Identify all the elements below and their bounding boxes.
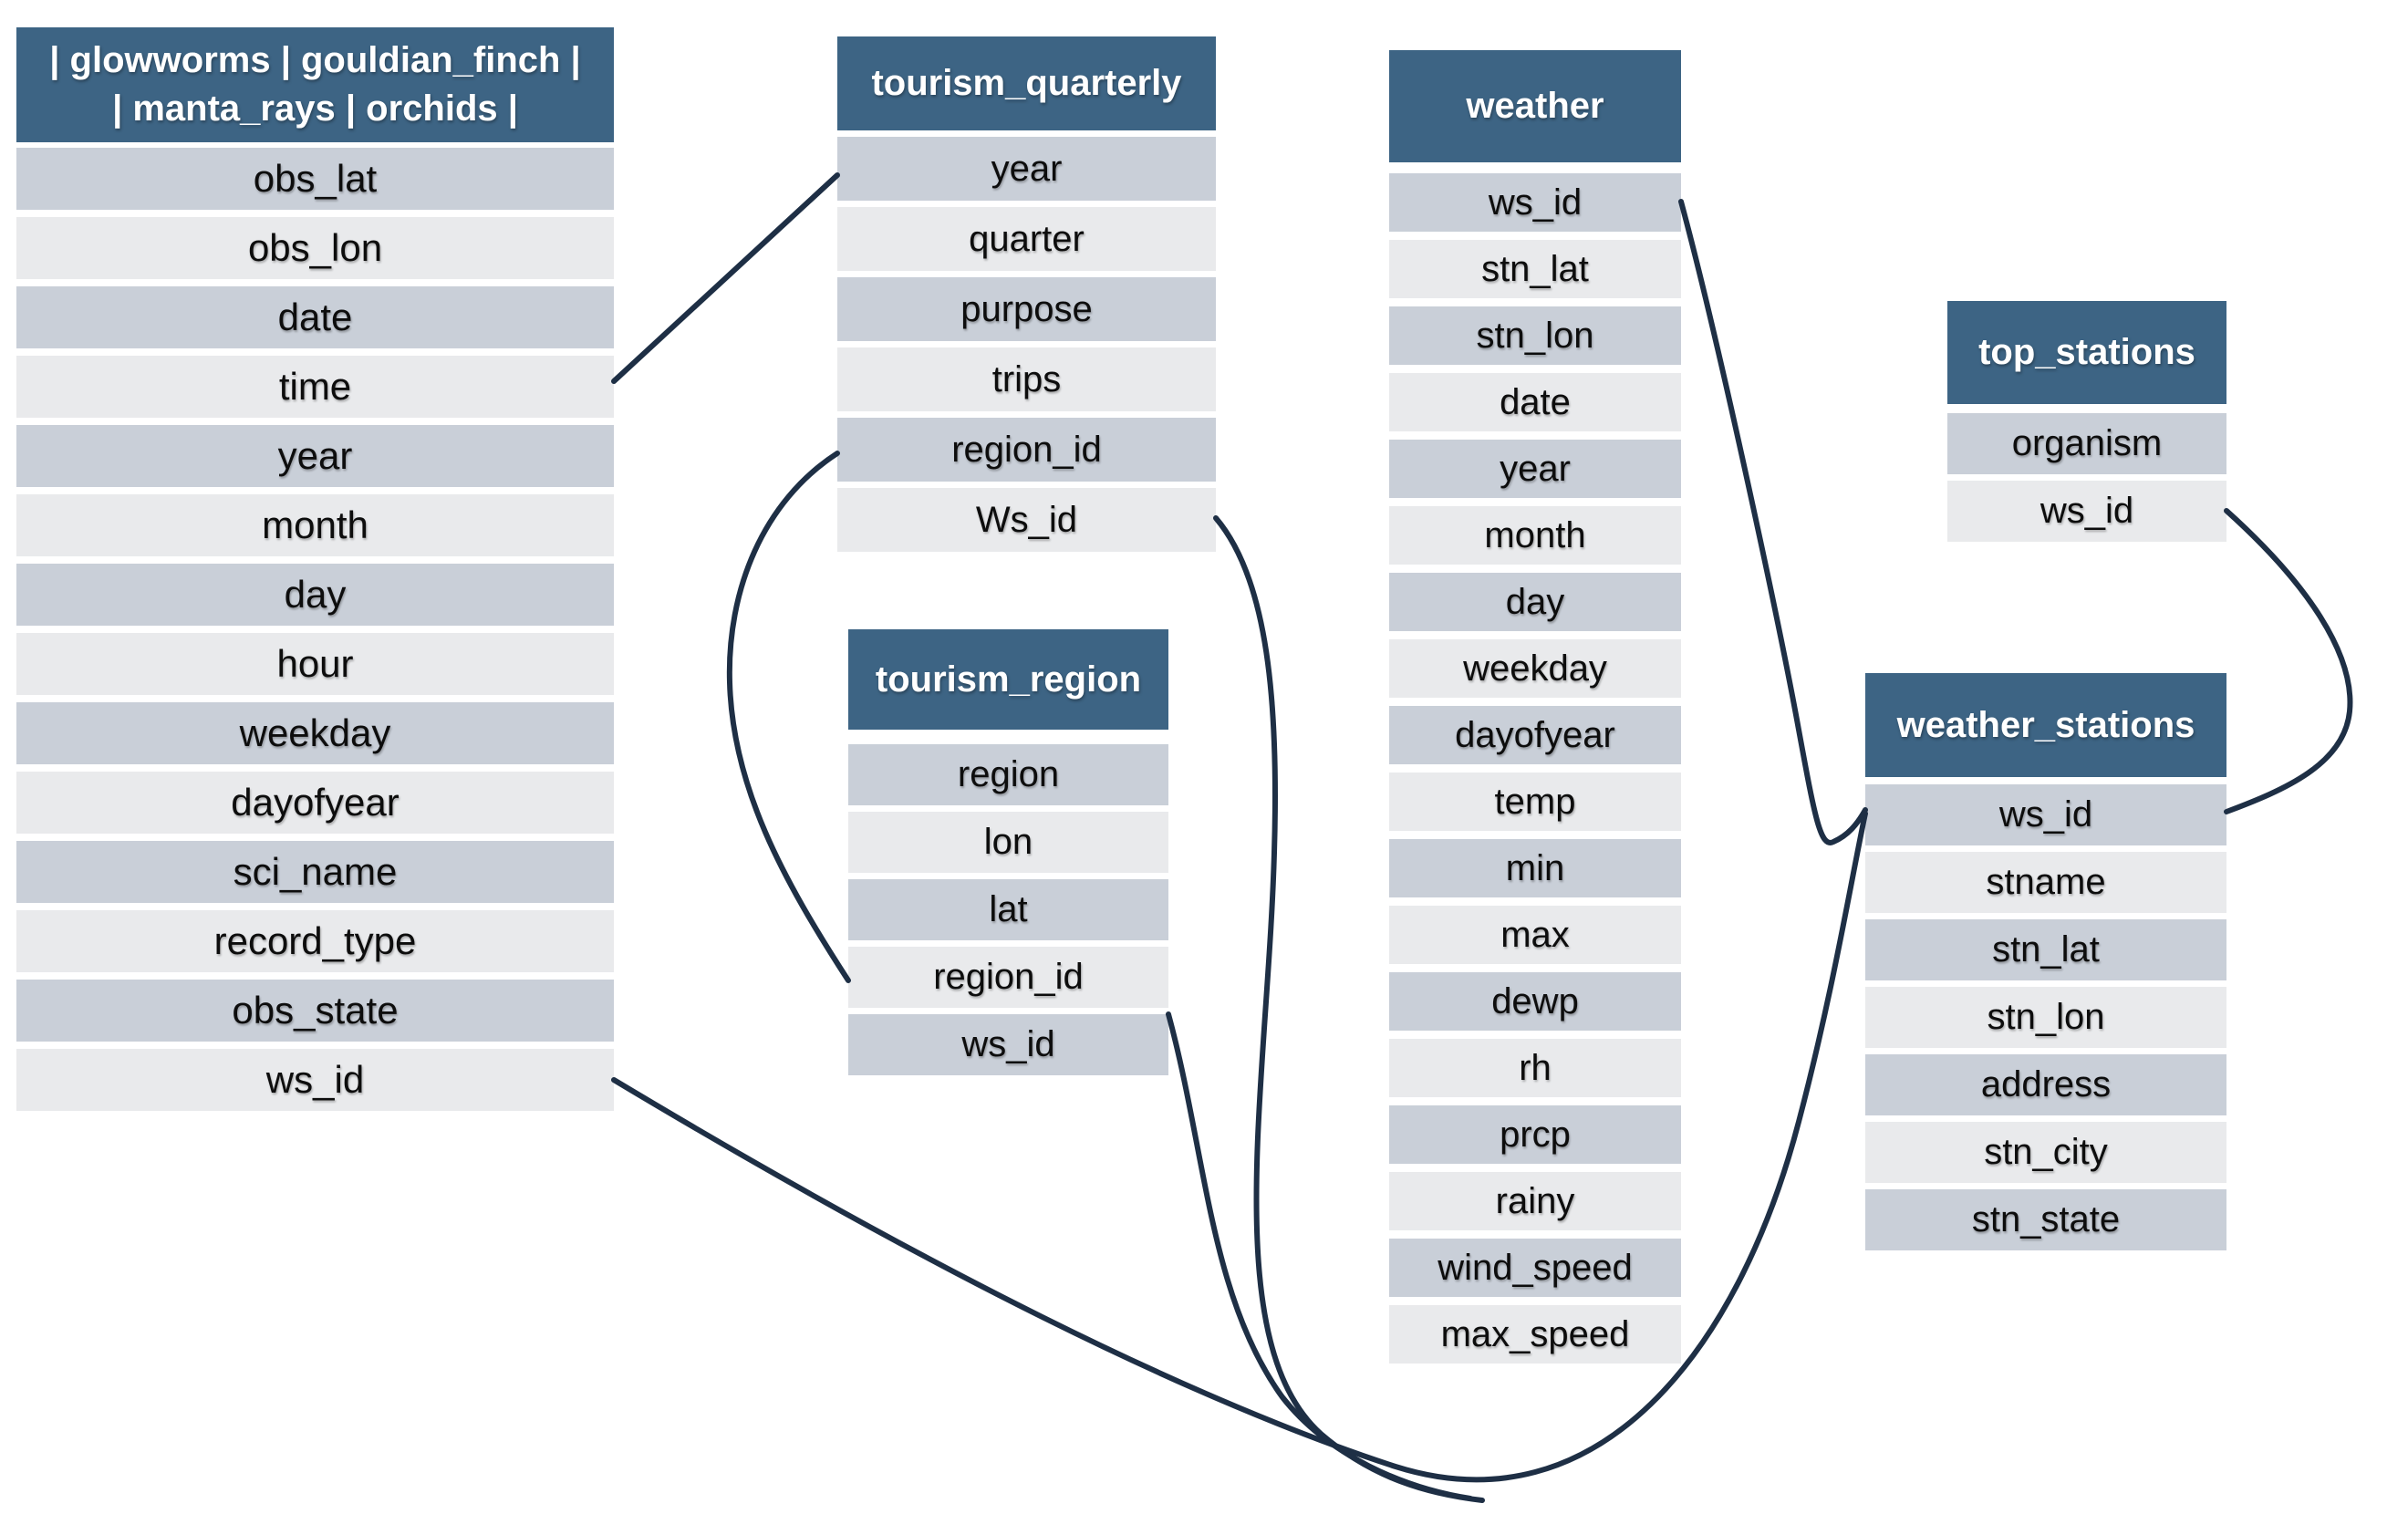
row-species_union-date: date	[16, 286, 614, 348]
row-species_union-dayofyear: dayofyear	[16, 772, 614, 834]
row-weather_stations-stn_lat: stn_lat	[1865, 919, 2226, 980]
row-species_union-time: time	[16, 356, 614, 418]
relationship-line-c7-top_stations.ws_id-to-weather_stations.ws_id	[2224, 508, 2353, 814]
table-header-tourism_region: tourism_region	[848, 629, 1168, 730]
table-header-species_union: | glowworms | gouldian_finch | | manta_ra…	[16, 27, 614, 142]
row-weather-prcp: prcp	[1389, 1105, 1681, 1164]
row-species_union-weekday: weekday	[16, 702, 614, 764]
row-tourism_region-ws_id: ws_id	[848, 1014, 1168, 1075]
relationship-line-c6-weather.ws_id-to-weather_stations.ws_id	[1678, 199, 1868, 845]
row-weather_stations-ws_id: ws_id	[1865, 784, 2226, 845]
row-weather-rainy: rainy	[1389, 1172, 1681, 1230]
row-tourism_region-lat: lat	[848, 879, 1168, 940]
table-title-line: tourism_region	[875, 658, 1142, 700]
table-title-line: weather_stations	[1896, 704, 2195, 745]
row-top_stations-ws_id: ws_id	[1947, 481, 2226, 542]
row-species_union-ws_id: ws_id	[16, 1049, 614, 1111]
row-weather-temp: temp	[1389, 773, 1681, 831]
row-tourism_quarterly-purpose: purpose	[837, 277, 1216, 341]
row-weather_stations-address: address	[1865, 1054, 2226, 1115]
row-species_union-day: day	[16, 564, 614, 626]
table-title-line: | manta_rays | orchids |	[112, 88, 518, 129]
row-tourism_quarterly-year: year	[837, 137, 1216, 201]
table-species_union: | glowworms | gouldian_finch | | manta_ra…	[16, 0, 614, 1514]
table-title-line: tourism_quarterly	[871, 63, 1182, 104]
row-species_union-obs_lat: obs_lat	[16, 148, 614, 210]
table-title-line: weather	[1466, 86, 1604, 127]
row-weather_stations-stn_city: stn_city	[1865, 1122, 2226, 1183]
row-weather-rh: rh	[1389, 1039, 1681, 1097]
row-tourism_quarterly-quarter: quarter	[837, 207, 1216, 271]
relationship-line-c2-tourism_quarterly.region_id-to-tourism_region.region_id	[726, 451, 851, 983]
table-top_stations: top_stations organism ws_id	[1947, 0, 2226, 1514]
table-header-tourism_quarterly: tourism_quarterly	[837, 36, 1216, 130]
table-header-weather: weather	[1389, 50, 1681, 162]
row-weather-ws_id: ws_id	[1389, 173, 1681, 232]
row-species_union-hour: hour	[16, 633, 614, 695]
row-species_union-obs_lon: obs_lon	[16, 217, 614, 279]
row-weather-wind_speed: wind_speed	[1389, 1239, 1681, 1297]
row-species_union-obs_state: obs_state	[16, 980, 614, 1042]
row-species_union-sci_name: sci_name	[16, 841, 614, 903]
row-weather-max: max	[1389, 906, 1681, 964]
table-title-line: top_stations	[1978, 332, 2195, 373]
row-tourism_quarterly-trips: trips	[837, 347, 1216, 411]
row-weather_stations-stname: stname	[1865, 852, 2226, 913]
row-tourism_region-lon: lon	[848, 812, 1168, 873]
table-header-top_stations: top_stations	[1947, 301, 2226, 404]
row-weather-weekday: weekday	[1389, 639, 1681, 698]
row-tourism_quarterly-Ws_id: Ws_id	[837, 488, 1216, 552]
row-tourism_quarterly-region_id: region_id	[837, 418, 1216, 482]
row-weather_stations-stn_lon: stn_lon	[1865, 987, 2226, 1048]
row-species_union-month: month	[16, 494, 614, 556]
row-weather-day: day	[1389, 573, 1681, 631]
row-weather-month: month	[1389, 506, 1681, 565]
row-species_union-record_type: record_type	[16, 910, 614, 972]
row-top_stations-organism: organism	[1947, 413, 2226, 474]
row-weather-min: min	[1389, 839, 1681, 897]
row-weather-dewp: dewp	[1389, 972, 1681, 1031]
row-weather-stn_lon: stn_lon	[1389, 306, 1681, 365]
row-weather-dayofyear: dayofyear	[1389, 706, 1681, 764]
row-weather_stations-stn_state: stn_state	[1865, 1189, 2226, 1250]
row-weather-year: year	[1389, 440, 1681, 498]
row-tourism_region-region: region	[848, 744, 1168, 805]
table-title-line: | glowworms | gouldian_finch |	[49, 40, 581, 81]
relationship-line-c1-species_union.time-to-tourism_quarterly.year	[611, 172, 840, 384]
row-weather-stn_lat: stn_lat	[1389, 240, 1681, 298]
row-weather-max_speed: max_speed	[1389, 1305, 1681, 1364]
row-species_union-year: year	[16, 425, 614, 487]
table-header-weather_stations: weather_stations	[1865, 673, 2226, 777]
row-tourism_region-region_id: region_id	[848, 947, 1168, 1008]
row-weather-date: date	[1389, 373, 1681, 431]
